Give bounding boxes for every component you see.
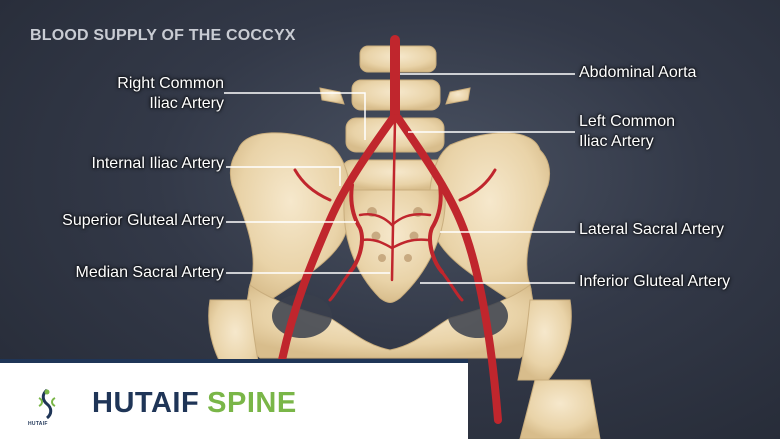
diagram-title: BLOOD SUPPLY OF THE COCCYX [30,27,296,44]
label-superior-gluteal-artery: Superior Gluteal Artery [62,212,224,229]
label-lateral-sacral-artery: Lateral Sacral Artery [579,221,724,238]
hutaif-spine-logo-icon [38,388,56,420]
right-ilium [229,132,351,305]
label-right-common-iliac-artery: Right Common Iliac Artery [117,74,224,114]
leader-lines [224,73,575,284]
label-left-common-iliac-artery: Left Common Iliac Artery [579,112,675,152]
label-right-common-iliac-line1: Right Common [117,75,224,92]
label-inferior-gluteal-artery: Inferior Gluteal Artery [579,273,731,290]
left-ilium [429,132,551,305]
label-internal-iliac-artery: Internal Iliac Artery [91,155,225,172]
logo-text: HUTAIF [28,421,48,427]
artery-network [278,35,502,424]
brand-name-part2: SPINE [207,387,297,419]
label-left-common-iliac-line2: Iliac Artery [579,133,654,150]
label-median-sacral-artery: Median Sacral Artery [75,264,224,281]
label-right-common-iliac-line2: Iliac Artery [149,95,224,112]
label-left-common-iliac-line1: Left Common [579,113,676,130]
brand-name-part1: HUTAIF [92,387,200,419]
label-abdominal-aorta: Abdominal Aorta [579,64,697,81]
